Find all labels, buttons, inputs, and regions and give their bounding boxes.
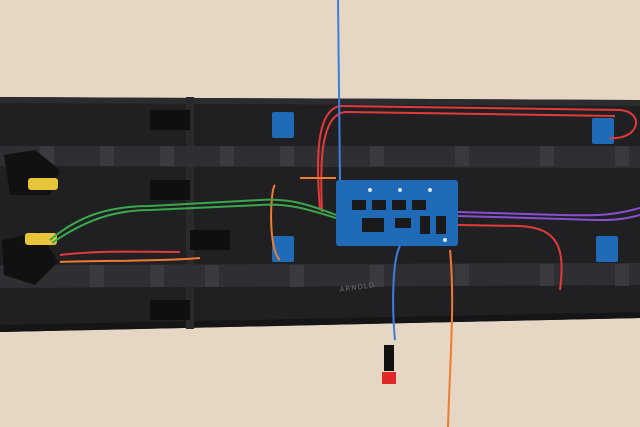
green-wires — [49, 198, 337, 244]
blue-wires — [337, 0, 401, 341]
track-rail-lower — [0, 263, 640, 288]
tray-clips — [150, 110, 230, 320]
push-button — [382, 345, 396, 384]
decoder-circuit-board — [336, 180, 458, 246]
turnout-motor-lower — [2, 232, 58, 285]
orange-wires — [59, 177, 454, 427]
turnout-motor-upper — [4, 150, 60, 195]
track-rail-upper — [0, 146, 640, 168]
purple-wires — [457, 207, 640, 222]
